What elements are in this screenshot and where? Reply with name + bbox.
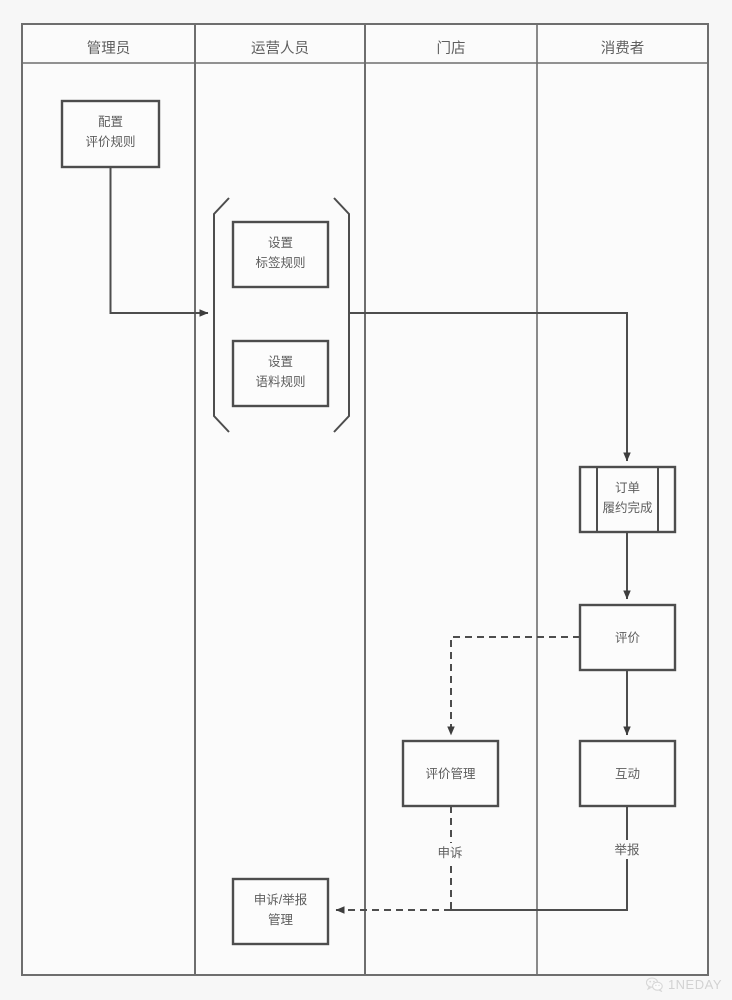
node-order-fulfilled[interactable]: 订单 履约完成 — [578, 465, 677, 534]
node-order-fulfilled-shape[interactable] — [578, 465, 677, 534]
node-config-rule-label-line2: 评价规则 — [85, 134, 135, 149]
node-config-rule[interactable]: 配置 评价规则 — [60, 99, 161, 169]
lane-title-store: 门店 — [437, 40, 466, 57]
node-order-fulfilled-label-line1: 订单 — [615, 481, 640, 495]
node-set-corpus-rule-label-line1: 设置 — [268, 354, 293, 369]
wechat-icon — [645, 977, 663, 992]
node-appeal-report-management-shape[interactable] — [231, 877, 330, 946]
edge-label-report: 举报 — [611, 840, 643, 859]
edge-label-appeal: 申诉 — [434, 843, 466, 862]
node-set-corpus-rule[interactable]: 设置 语料规则 — [231, 339, 330, 408]
edge-labels: 申诉 举报 — [434, 840, 643, 862]
node-interaction[interactable]: 互动 — [578, 739, 677, 808]
node-review-management-shape[interactable] — [401, 739, 500, 808]
node-review-label: 评价 — [615, 631, 641, 645]
edge-review-to-review-management — [447, 636, 580, 736]
edge-label-appeal-text: 申诉 — [437, 846, 462, 860]
lane-header-consumer: 消费者 — [601, 40, 645, 57]
node-set-tag-rule-label-line2: 标签规则 — [255, 255, 305, 270]
node-review-management[interactable]: 评价管理 — [401, 739, 500, 808]
watermark-text: 1NEDAY — [667, 977, 722, 992]
node-set-tag-rule[interactable]: 设置 标签规则 — [231, 220, 330, 289]
node-interaction-label: 互动 — [615, 767, 640, 781]
node-set-tag-rule-label-line1: 设置 — [268, 235, 293, 250]
watermark: 1NEDAY — [645, 977, 722, 992]
lane-header-operations: 运营人员 — [251, 40, 309, 57]
edge-config-to-group — [109, 167, 209, 317]
node-review-management-label: 评价管理 — [425, 766, 476, 781]
node-appeal-report-management[interactable]: 申诉/举报 管理 — [231, 877, 330, 946]
lane-title-operations: 运营人员 — [251, 40, 309, 57]
node-review[interactable]: 评价 — [578, 603, 677, 672]
node-interaction-shape[interactable] — [578, 739, 677, 808]
node-set-corpus-rule-label-line2: 语料规则 — [255, 374, 305, 389]
edge-label-report-halo — [611, 840, 643, 859]
lane-header-store: 门店 — [437, 40, 466, 57]
node-appeal-report-management-label-line2: 管理 — [268, 912, 294, 927]
lane-title-consumer: 消费者 — [601, 40, 645, 57]
node-set-corpus-rule-shape[interactable] — [231, 339, 330, 408]
node-review-shape[interactable] — [578, 603, 677, 672]
node-set-tag-rule-shape[interactable] — [231, 220, 330, 289]
edge-group-to-order — [350, 312, 631, 462]
edge-label-appeal-halo — [434, 843, 466, 862]
node-order-fulfilled-label-line2: 履约完成 — [602, 500, 652, 515]
node-appeal-report-management-label-line1: 申诉/举报 — [254, 892, 308, 907]
node-config-rule-label-line1: 配置 — [98, 115, 123, 129]
operations-rule-group-bracket — [213, 197, 350, 433]
bracket-left — [213, 197, 230, 433]
lane-header-admin: 管理员 — [87, 40, 131, 57]
node-config-rule-shape[interactable] — [60, 99, 161, 169]
edge-label-report-text: 举报 — [614, 842, 640, 857]
bracket-right — [333, 197, 350, 433]
lane-title-admin: 管理员 — [87, 40, 131, 57]
